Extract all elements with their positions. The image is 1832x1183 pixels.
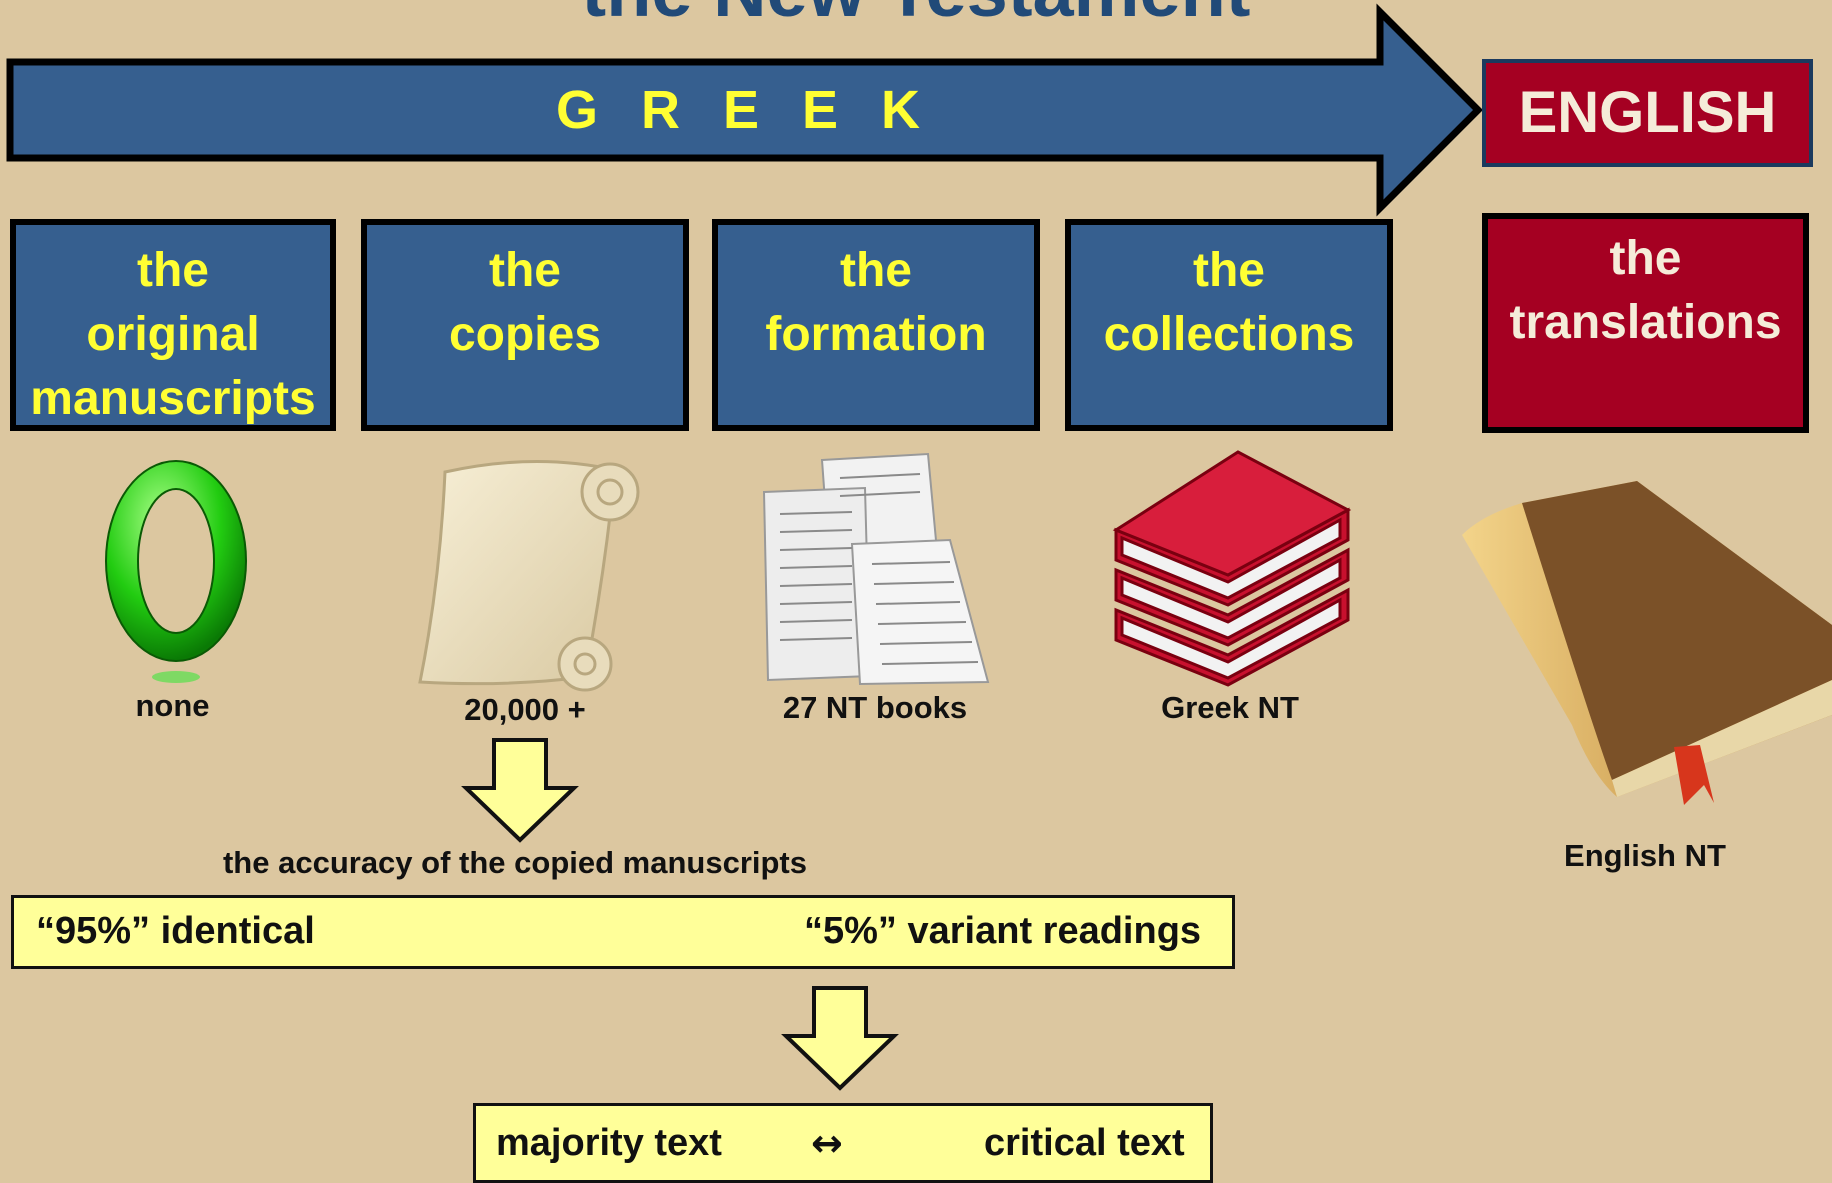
down-arrow-icon bbox=[461, 738, 579, 843]
variant-label: “5%” variant readings bbox=[804, 910, 1202, 952]
stage-line: the bbox=[489, 244, 561, 297]
accuracy-band: “95%” identical “5%” variant readings bbox=[11, 895, 1235, 969]
stage-line: formation bbox=[765, 308, 987, 361]
caption-copies-count: 20,000 + bbox=[464, 692, 586, 727]
books-icon bbox=[1112, 450, 1352, 687]
page-title: the New Testament bbox=[0, 0, 1832, 28]
zero-icon bbox=[105, 460, 247, 683]
down-arrow-icon bbox=[781, 986, 899, 1091]
stage-line: copies bbox=[448, 308, 602, 361]
stage-copies: the copies bbox=[361, 219, 689, 431]
caption-greek-nt: Greek NT bbox=[1161, 690, 1299, 725]
greek-arrow bbox=[6, 3, 1483, 217]
papers-icon bbox=[762, 452, 990, 686]
stage-formation: the formation bbox=[712, 219, 1040, 431]
caption-nt-books: 27 NT books bbox=[782, 690, 968, 725]
stage-line: the bbox=[1609, 232, 1682, 285]
stage-line: original bbox=[86, 308, 260, 361]
english-label-box: ENGLISH bbox=[1482, 59, 1813, 167]
stage-line: translations bbox=[1509, 296, 1782, 349]
scroll-icon bbox=[418, 460, 640, 692]
stage-line: manuscripts bbox=[30, 372, 316, 425]
greek-label: G R E E K bbox=[555, 80, 935, 140]
double-arrow-icon: ↔ bbox=[811, 1121, 843, 1165]
stage-line: the bbox=[137, 244, 209, 297]
stage-translations: the translations bbox=[1482, 213, 1809, 433]
stage-line: collections bbox=[1103, 308, 1355, 361]
caption-none: none bbox=[135, 688, 210, 723]
book-icon bbox=[1462, 481, 1832, 805]
text-types-band: majority text ↔ critical text bbox=[473, 1103, 1213, 1183]
stage-line: the bbox=[1193, 244, 1265, 297]
stage-line: the bbox=[840, 244, 912, 297]
majority-text-label: majority text bbox=[496, 1122, 722, 1164]
stage-collections: the collections bbox=[1065, 219, 1393, 431]
stage-original-manuscripts: the original manuscripts bbox=[10, 219, 336, 431]
identical-label: “95%” identical bbox=[36, 910, 315, 952]
critical-text-label: critical text bbox=[984, 1122, 1185, 1164]
accuracy-label: the accuracy of the copied manuscripts bbox=[222, 845, 807, 880]
caption-english-nt: English NT bbox=[1564, 838, 1726, 873]
